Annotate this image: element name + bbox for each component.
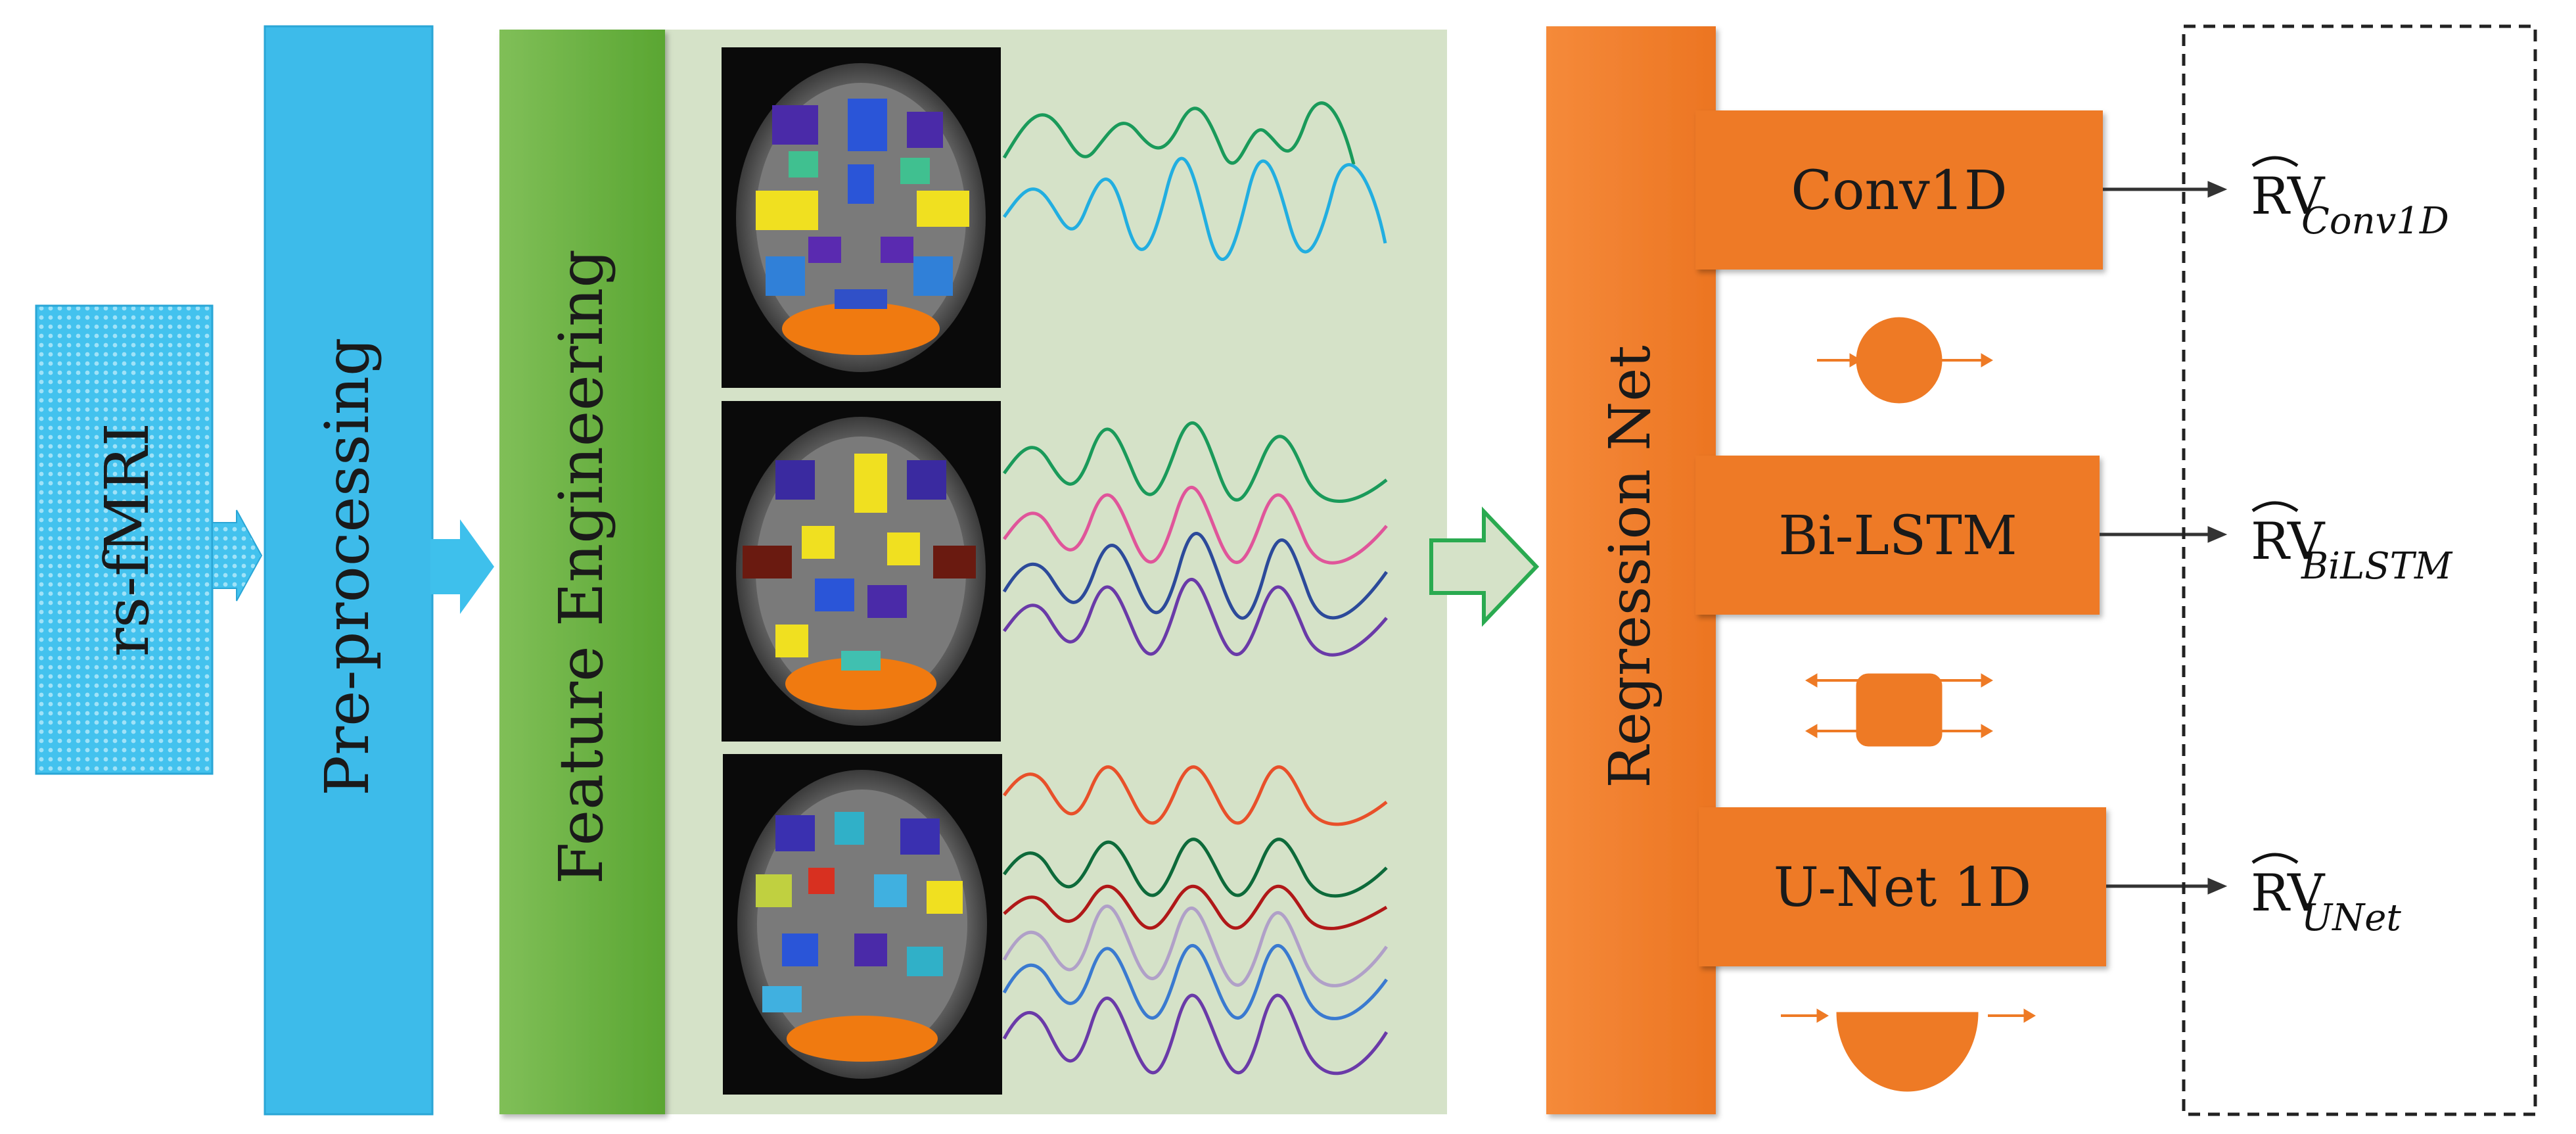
input-label: rs-fMRI — [92, 423, 162, 657]
waveforms-3 — [1002, 765, 1389, 1075]
svg-text:RV: RV — [2251, 512, 2326, 571]
svg-text:RV: RV — [2251, 167, 2326, 226]
bilstm-label: Bi-LSTM — [1778, 505, 2017, 567]
svg-text:Conv1D: Conv1D — [2301, 200, 2449, 243]
svg-text:RV: RV — [2251, 864, 2326, 923]
regression-label: Regression Net — [1598, 345, 1663, 788]
brain-image-1 — [722, 47, 1001, 388]
feature-label: Feature Engineering — [546, 249, 616, 884]
svg-text:BiLSTM: BiLSTM — [2301, 545, 2453, 588]
conv1d-label: Conv1D — [1791, 160, 2007, 222]
unet-icon — [1781, 1008, 2036, 1092]
unet-block — [1699, 807, 2106, 966]
preprocessing-label: Pre-processing — [312, 337, 382, 796]
bilstm-block — [1695, 456, 2100, 615]
regression-block — [1546, 26, 1716, 1114]
unet-label: U-Net 1D — [1774, 857, 2032, 919]
conv1d-block — [1695, 110, 2103, 270]
feature-block — [499, 30, 665, 1114]
hat-mark — [2251, 853, 2299, 864]
output-arrows — [2100, 181, 2228, 895]
hat-mark — [2251, 501, 2299, 513]
preprocessing-block: Pre-processing — [264, 25, 434, 1116]
output-box — [2182, 24, 2537, 1116]
brain-image-2 — [722, 401, 1001, 742]
hat-mark — [2251, 156, 2299, 168]
output-conv1d: RV Conv1D — [2251, 156, 2449, 243]
svg-text:UNet: UNet — [2301, 897, 2401, 939]
input-block: rs-fMRI — [35, 304, 214, 775]
waveforms-1 — [1002, 101, 1387, 261]
waveforms-2 — [1002, 421, 1389, 657]
brain-image-3 — [723, 754, 1002, 1095]
feature-arrow — [1429, 506, 1540, 627]
preprocess-arrow — [430, 519, 494, 614]
bilstm-icon — [1805, 673, 1993, 747]
input-arrow — [212, 509, 263, 602]
output-unet: RV UNet — [2251, 853, 2401, 939]
output-bilstm: RV BiLSTM — [2251, 501, 2453, 588]
conv1d-icon — [1817, 317, 1993, 404]
